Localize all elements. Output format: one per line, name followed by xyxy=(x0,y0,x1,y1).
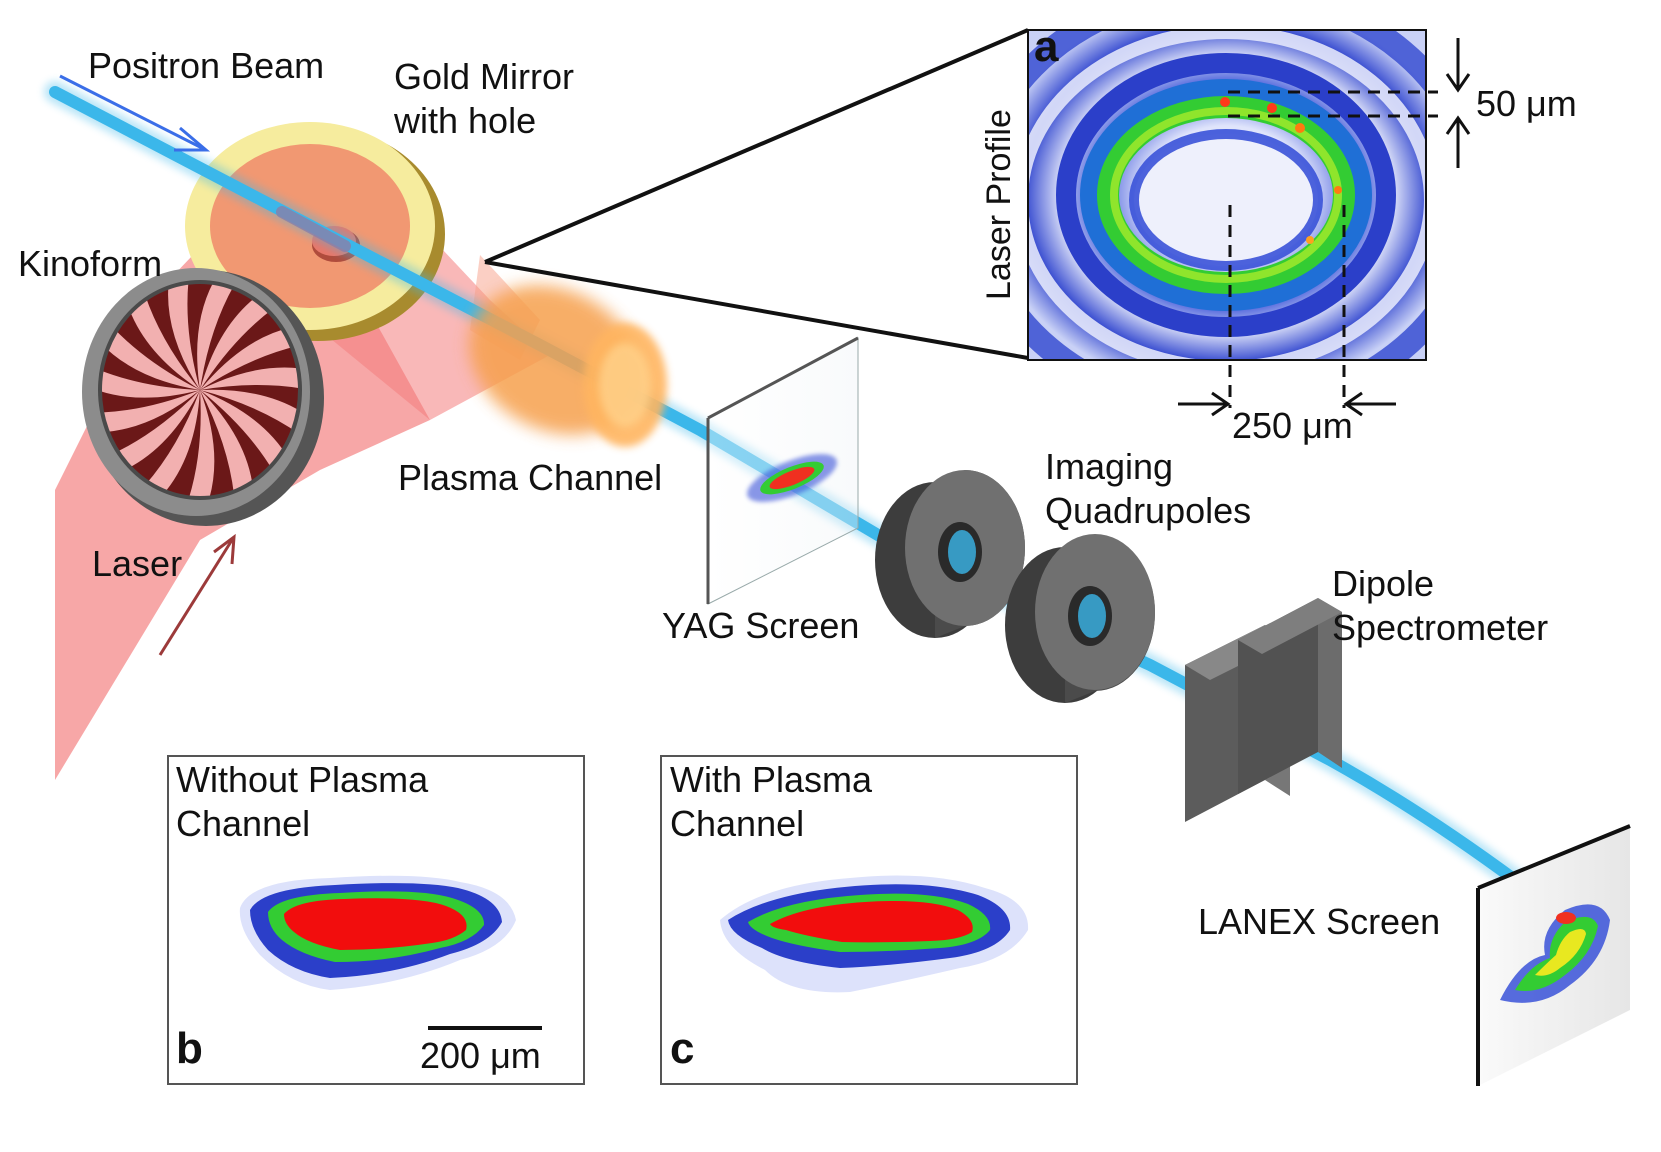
quadrupole-2 xyxy=(1005,534,1155,703)
inset-b-letter: b xyxy=(176,1024,203,1073)
positron-beam xyxy=(44,81,1526,891)
inset-a-dim-radius: 250 μm xyxy=(1232,405,1353,446)
label-gold-mirror: Gold Mirror with hole xyxy=(394,56,575,141)
label-positron-beam: Positron Beam xyxy=(88,45,325,86)
laser-arrow xyxy=(158,533,236,656)
inset-b-title: Without Plasma Channel xyxy=(176,759,429,844)
inset-c-letter: c xyxy=(670,1024,695,1073)
label-plasma-channel: Plasma Channel xyxy=(398,457,663,498)
plasma-channel xyxy=(469,285,667,447)
inset-c-title: With Plasma Channel xyxy=(670,759,873,844)
inset-b-without-plasma xyxy=(167,755,585,1085)
lanex-screen xyxy=(1476,824,1631,1086)
dipole-magnet-back xyxy=(1238,598,1342,794)
quadrupole-1 xyxy=(875,470,1025,638)
label-laser: Laser xyxy=(92,543,183,584)
label-imaging-quadrupoles: Imaging Quadrupoles xyxy=(1045,446,1252,531)
inset-b-scale-bar-label: 200 μm xyxy=(420,1035,541,1076)
label-lanex-screen: LANEX Screen xyxy=(1198,901,1441,942)
label-dipole-spectrometer: Dipole Spectrometer xyxy=(1332,563,1549,648)
label-kinoform: Kinoform xyxy=(18,243,163,284)
kinoform xyxy=(82,268,324,526)
inset-a-letter: a xyxy=(1034,22,1059,71)
label-yag-screen: YAG Screen xyxy=(662,605,860,646)
dimension-arrows xyxy=(1178,38,1471,417)
positron-arrow xyxy=(59,74,211,152)
inset-a-dim-thickness: 50 μm xyxy=(1476,83,1577,124)
inset-a-axis-label: Laser Profile xyxy=(980,109,1018,300)
inset-a-laser-profile xyxy=(1027,29,1438,408)
zoom-lines xyxy=(484,28,1029,360)
yag-screen xyxy=(706,336,859,605)
inset-c-with-plasma xyxy=(660,755,1078,1085)
